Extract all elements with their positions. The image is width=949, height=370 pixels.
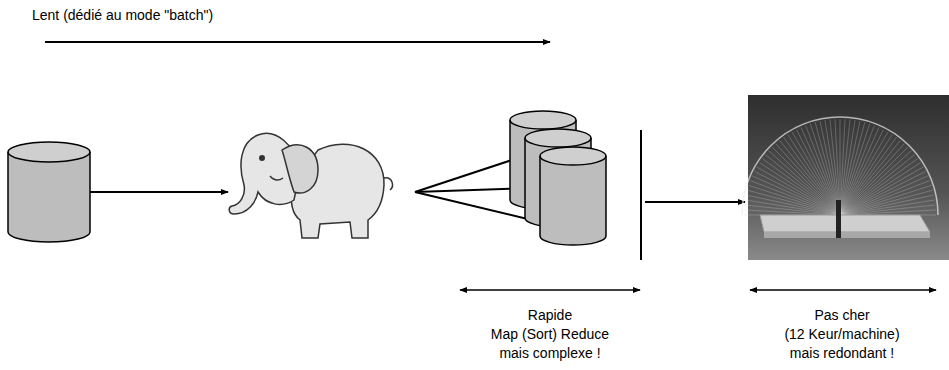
note-label: Lent (dédié au mode "batch") <box>32 6 213 24</box>
flow-arrow <box>90 191 228 193</box>
note-label: mais complexe ! <box>499 344 600 362</box>
span-arrow <box>750 289 936 291</box>
note-label: Pas cher <box>814 306 869 324</box>
note-label: mais redondant ! <box>790 344 894 362</box>
note-label: Map (Sort) Reduce <box>491 325 609 343</box>
span-arrow <box>460 289 640 291</box>
note-label: (12 Keur/machine) <box>784 325 899 343</box>
separator-bar <box>640 130 642 260</box>
time-arrow <box>45 41 550 43</box>
hadoop-elephant <box>229 133 392 238</box>
book-photo <box>742 95 949 260</box>
note-label: Rapide <box>528 306 572 324</box>
cluster-cylinders <box>510 111 606 245</box>
database-cylinder <box>8 142 90 242</box>
flow-arrow <box>645 201 745 203</box>
